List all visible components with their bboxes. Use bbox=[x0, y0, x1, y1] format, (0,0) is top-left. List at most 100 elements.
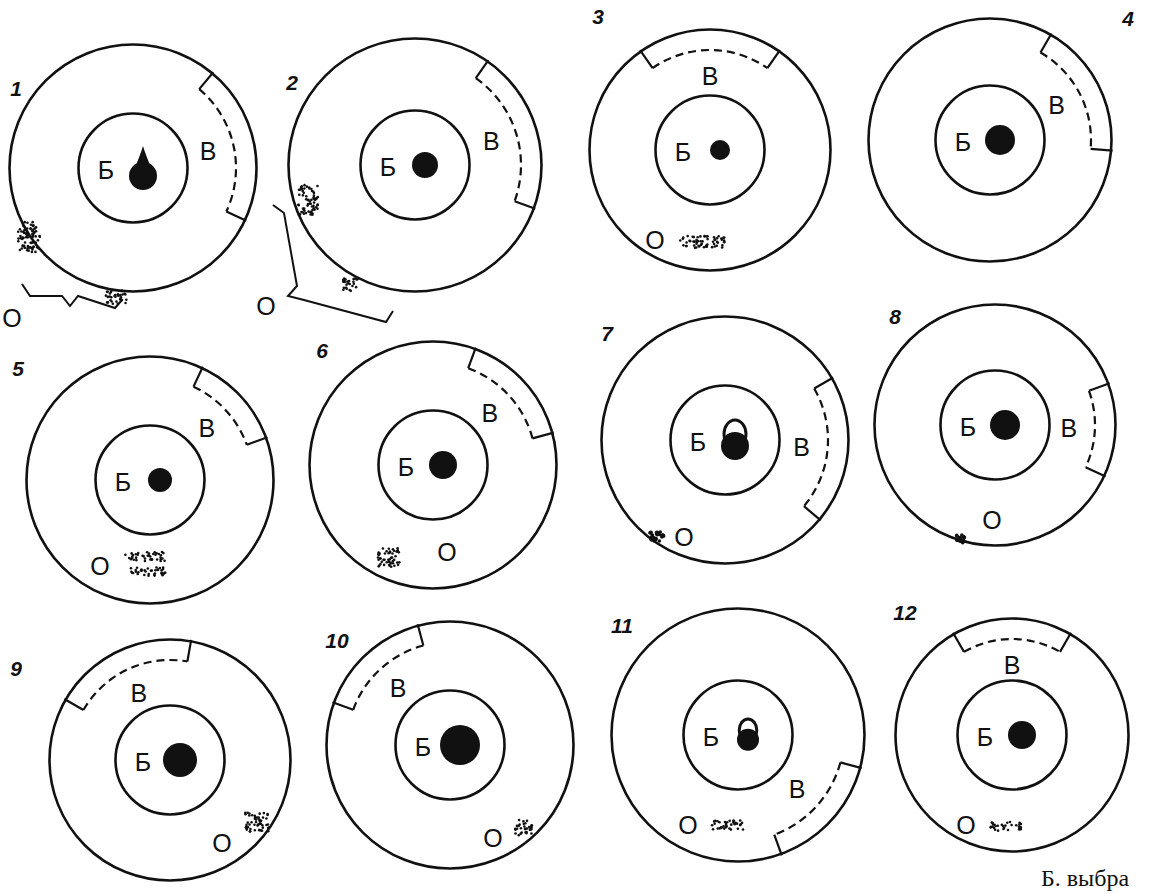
stipple-dot bbox=[31, 229, 34, 232]
stipple-dot bbox=[697, 245, 700, 248]
zone-label: В bbox=[481, 400, 498, 425]
stipple-dot bbox=[150, 558, 153, 561]
fundus-circle: 12ВОБ bbox=[894, 617, 1130, 853]
stipple-dot bbox=[387, 559, 390, 562]
stipple-dot bbox=[391, 560, 394, 563]
fundus-circle: 7ВОБ bbox=[600, 315, 850, 565]
disc-label: Б bbox=[977, 725, 993, 750]
caption-fragment: Б. выбра bbox=[1041, 866, 1129, 890]
zone-tick bbox=[814, 378, 833, 389]
stipple-dot bbox=[714, 239, 717, 242]
region-label: О bbox=[645, 228, 664, 253]
circle-line bbox=[958, 681, 1067, 790]
stipple-dot bbox=[955, 534, 959, 538]
stipple-dot bbox=[152, 553, 155, 556]
disc-circle: Б bbox=[77, 112, 189, 224]
stipple-dot bbox=[396, 561, 399, 564]
zone-label: В bbox=[200, 139, 217, 164]
circle-outline bbox=[325, 620, 575, 870]
stipple-dot bbox=[156, 558, 159, 561]
stipple-dot bbox=[345, 288, 348, 291]
stipple-dot bbox=[114, 294, 117, 297]
circle-line bbox=[96, 426, 205, 535]
stipple-dot bbox=[263, 812, 266, 815]
stipple-dot bbox=[157, 568, 160, 571]
stipple-dot bbox=[655, 531, 659, 535]
circle-line bbox=[936, 86, 1045, 195]
stipple-dot bbox=[382, 559, 385, 562]
stipple-dot bbox=[732, 820, 735, 823]
stipple-dot bbox=[39, 235, 42, 238]
circle-line bbox=[869, 19, 1112, 262]
stipple-dot bbox=[1015, 824, 1018, 827]
stipple-dot bbox=[658, 539, 662, 543]
optic-disc-dot bbox=[710, 140, 730, 160]
zone-tick bbox=[953, 633, 964, 652]
circle-line bbox=[671, 386, 780, 495]
stipple-dot bbox=[525, 832, 528, 835]
stipple-dot bbox=[128, 557, 131, 560]
circle-line bbox=[590, 30, 831, 271]
stipple-dot bbox=[124, 302, 127, 305]
stipple-dot bbox=[394, 555, 397, 558]
stipple-dot bbox=[246, 811, 249, 814]
stipple-dot bbox=[267, 827, 270, 830]
zone-label: В bbox=[1004, 653, 1021, 678]
stipple-dot bbox=[299, 213, 302, 216]
fundus-circle: 8ВОБ bbox=[873, 303, 1117, 547]
zone-tick bbox=[247, 437, 268, 445]
optic-disc-dot bbox=[990, 410, 1020, 440]
optic-disc-dot bbox=[163, 743, 197, 777]
stipple-dot bbox=[255, 821, 258, 824]
stipple-dot bbox=[716, 241, 719, 244]
optic-disc-dot bbox=[721, 432, 749, 460]
stipple-dot bbox=[303, 209, 306, 212]
stipple-dot bbox=[308, 186, 311, 189]
stipple-dot bbox=[724, 821, 727, 824]
stipple-dot bbox=[300, 185, 303, 188]
stipple-dot bbox=[712, 828, 715, 831]
optic-disc-dot bbox=[737, 729, 759, 751]
stipple-dot bbox=[257, 824, 260, 827]
stipple-dot bbox=[736, 822, 739, 825]
stipple-dot bbox=[315, 197, 318, 200]
stipple-dot bbox=[699, 235, 702, 238]
stipple-dot bbox=[524, 828, 527, 831]
stipple-dot bbox=[524, 831, 527, 834]
stipple-dot bbox=[110, 300, 113, 303]
circle-outline bbox=[934, 84, 1046, 196]
fundus-circle: 10ВОБ bbox=[325, 620, 575, 870]
disc-label: Б bbox=[960, 415, 976, 440]
stipple-dot bbox=[27, 249, 30, 252]
zone-dashed-arc bbox=[199, 89, 236, 211]
stipple-dot bbox=[686, 235, 689, 238]
stipple-dot bbox=[723, 236, 726, 239]
stipple-dot bbox=[726, 821, 729, 824]
stipple-dot bbox=[716, 820, 719, 823]
callout-number: 12 bbox=[893, 602, 916, 623]
region-label: О bbox=[212, 831, 231, 856]
stipple-dot bbox=[135, 559, 138, 562]
stipple-dot bbox=[37, 247, 40, 250]
stipple-dot bbox=[388, 564, 391, 567]
stipple-dot bbox=[390, 565, 393, 568]
stipple-dot bbox=[249, 828, 252, 831]
zone-tick bbox=[804, 506, 821, 520]
zone-tick bbox=[64, 699, 83, 710]
stipple-dot bbox=[723, 241, 726, 244]
stipple-dot bbox=[377, 553, 380, 556]
stipple-dot bbox=[144, 560, 147, 563]
disc-circle: Б bbox=[114, 704, 226, 816]
stipple-dot bbox=[518, 823, 521, 826]
circle-line bbox=[602, 317, 849, 564]
stipple-dot bbox=[26, 227, 29, 230]
stipple-dot bbox=[107, 301, 110, 304]
stipple-dot bbox=[1002, 825, 1005, 828]
stipple-dot bbox=[258, 829, 261, 832]
fundus-circle: 11ВОБ bbox=[610, 607, 866, 863]
disc-circle: Б bbox=[359, 109, 471, 221]
stipple-dot bbox=[151, 569, 154, 572]
callout-number: 2 bbox=[286, 72, 298, 93]
stipple-dot bbox=[721, 246, 724, 249]
circle-outline bbox=[867, 17, 1113, 263]
